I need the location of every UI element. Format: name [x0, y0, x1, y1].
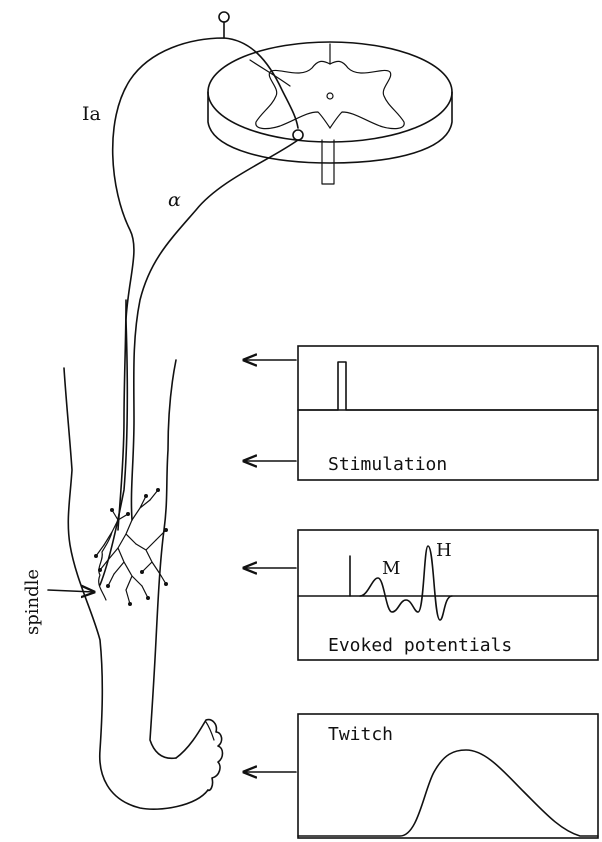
twitch-label: Twitch — [328, 724, 393, 745]
m-wave-label: M — [382, 558, 400, 579]
spinal-cord-section — [208, 42, 452, 184]
twitch-panel: Twitch — [244, 714, 598, 838]
stimulation-label: Stimulation — [328, 454, 447, 475]
spindle-endings — [48, 488, 168, 606]
spindle-label: spindle — [22, 569, 43, 635]
nerve-fibres — [100, 12, 303, 585]
evoked-label: Evoked potentials — [328, 635, 512, 656]
ia-fibre-label: Ia — [82, 103, 101, 125]
leg-outline — [64, 360, 223, 809]
stimulation-panel: Stimulation — [244, 346, 598, 480]
h-wave-label: H — [436, 540, 452, 561]
spindle-arrow — [48, 590, 94, 592]
evoked-panel: M H Evoked potentials — [244, 530, 598, 660]
alpha-fibre-label: α — [168, 189, 181, 211]
